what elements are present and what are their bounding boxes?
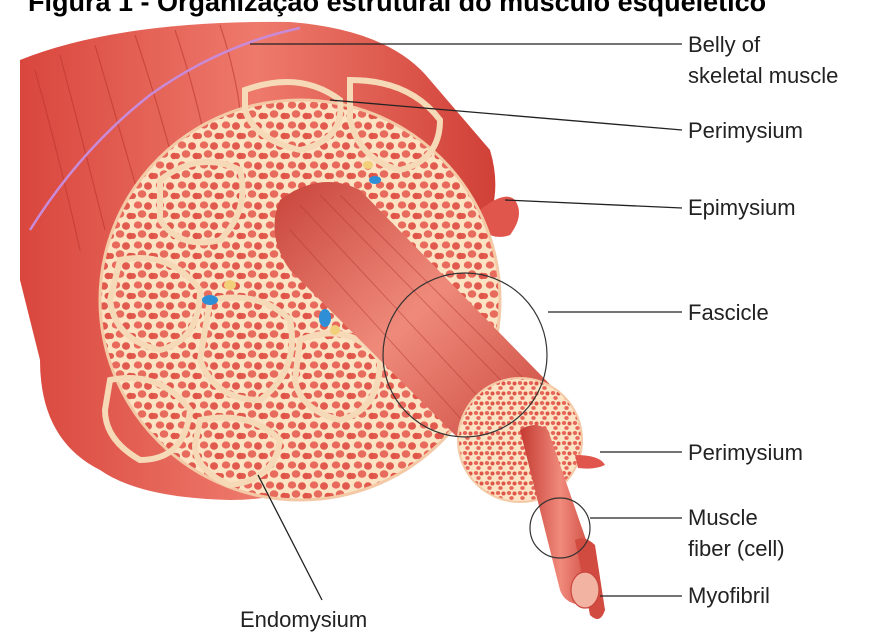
- label-endomysium: Endomysium: [240, 607, 367, 633]
- label-muscle-fiber-line1: Muscle: [688, 505, 758, 531]
- label-fascicle: Fascicle: [688, 300, 769, 326]
- label-epimysium: Epimysium: [688, 195, 796, 221]
- label-perimysium-top: Perimysium: [688, 118, 803, 144]
- perimysium-flap: [575, 455, 605, 469]
- label-belly-line1: Belly of: [688, 32, 760, 58]
- fiber-end: [571, 572, 599, 608]
- label-perimysium-bottom: Perimysium: [688, 440, 803, 466]
- label-muscle-fiber-line2: fiber (cell): [688, 536, 785, 562]
- label-belly-line2: skeletal muscle: [688, 63, 838, 89]
- label-myofibril: Myofibril: [688, 583, 770, 609]
